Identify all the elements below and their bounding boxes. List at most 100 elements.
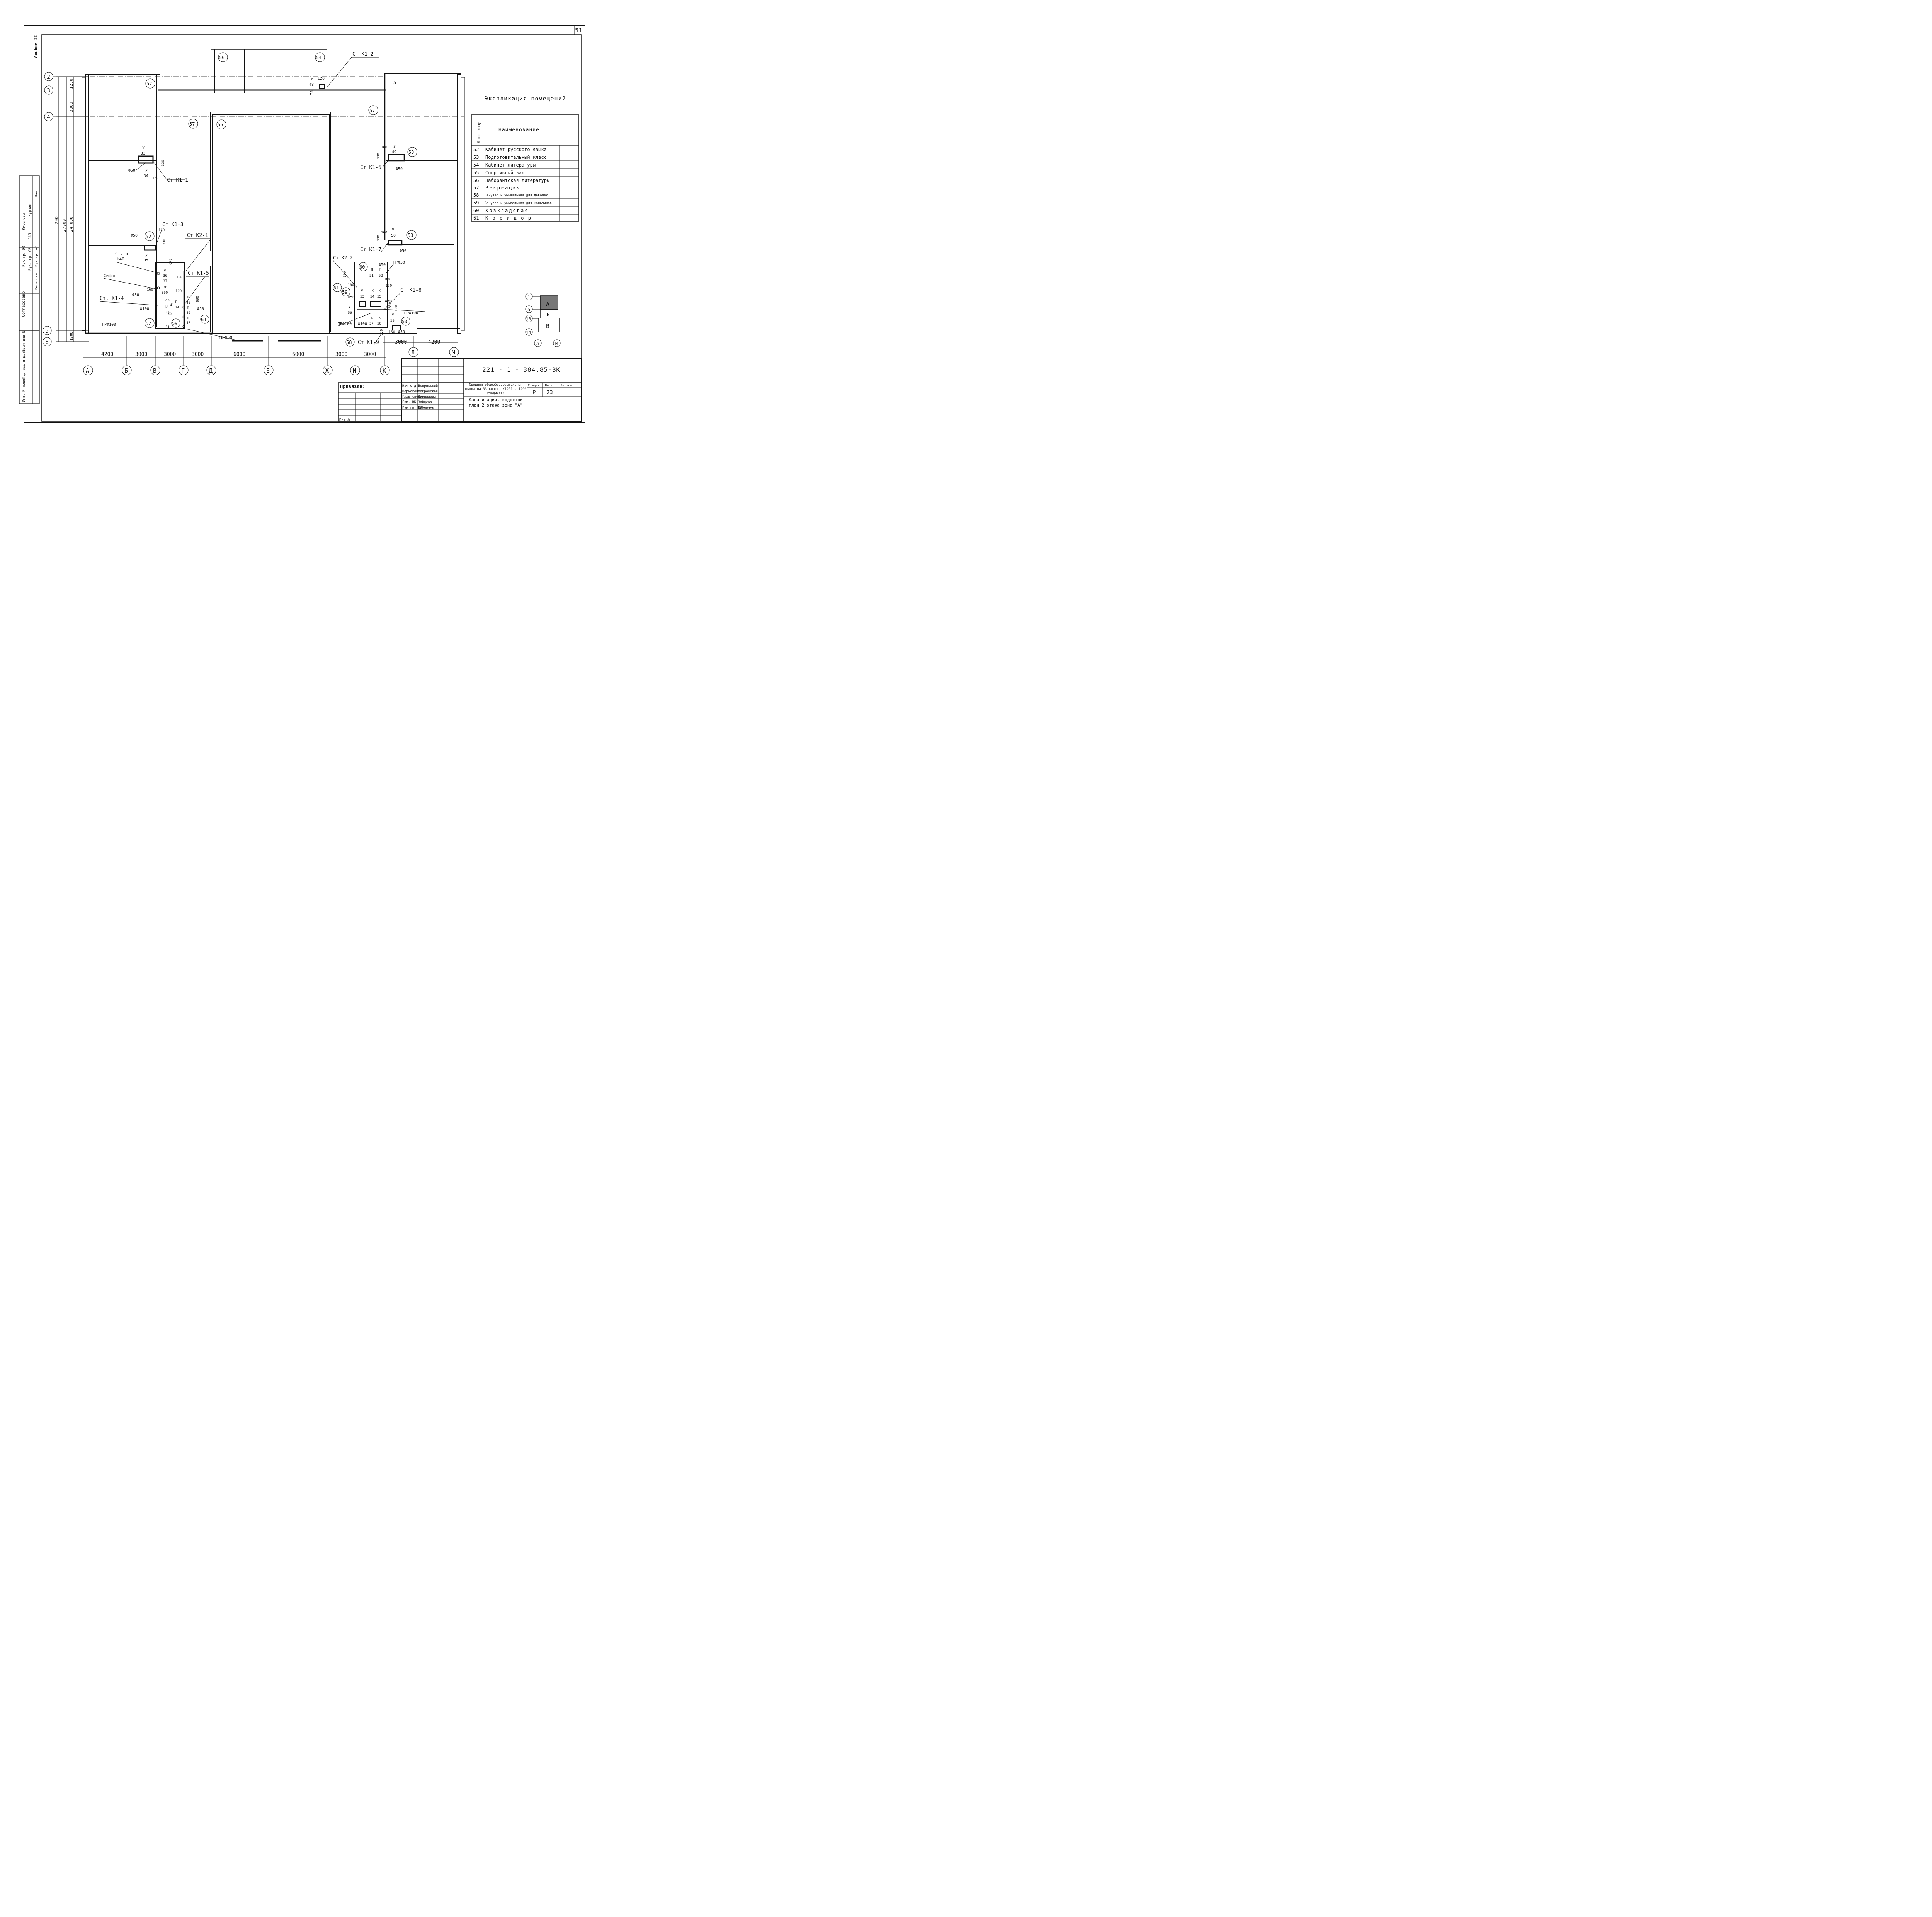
svg-text:К: К <box>383 367 386 374</box>
svg-text:221 - 1 - 384.85-ВК: 221 - 1 - 384.85-ВК <box>482 366 560 373</box>
svg-text:Рук гр. ЭО: Рук гр. ЭО <box>22 246 26 267</box>
svg-text:М: М <box>452 349 455 356</box>
svg-text:100: 100 <box>395 305 398 312</box>
svg-text:Ф50: Ф50 <box>398 330 405 334</box>
svg-text:53: 53 <box>360 295 364 299</box>
svg-text:М: М <box>555 341 558 346</box>
svg-text:П: П <box>379 268 381 272</box>
svg-text:54: 54 <box>316 55 321 60</box>
svg-text:330: 330 <box>377 235 381 241</box>
svg-text:300: 300 <box>162 291 168 295</box>
svg-text:Подготовительный класс: Подготовительный класс <box>485 155 547 160</box>
svg-text:ГАП: ГАП <box>28 233 32 240</box>
svg-text:53: 53 <box>408 150 414 155</box>
svg-text:Согласовано: Согласовано <box>22 291 26 317</box>
svg-text:330: 330 <box>163 239 167 245</box>
svg-text:56: 56 <box>219 55 224 60</box>
svg-text:50: 50 <box>391 233 396 238</box>
svg-text:Ст К1-2: Ст К1-2 <box>352 51 374 57</box>
svg-text:Инв №: Инв № <box>339 418 350 422</box>
svg-text:Ст К1-1: Ст К1-1 <box>167 177 188 183</box>
svg-text:100: 100 <box>384 278 390 281</box>
svg-text:Ф50: Ф50 <box>379 263 386 267</box>
svg-text:5: 5 <box>45 327 49 334</box>
svg-text:24 000: 24 000 <box>69 216 74 232</box>
svg-text:2: 2 <box>47 73 50 80</box>
svg-text:53: 53 <box>402 319 407 324</box>
svg-text:Ф50: Ф50 <box>131 233 138 238</box>
svg-text:А: А <box>86 367 89 374</box>
svg-text:П: П <box>371 268 373 272</box>
svg-text:43: 43 <box>165 325 170 329</box>
svg-text:3000: 3000 <box>164 352 176 358</box>
svg-text:Б: Б <box>547 312 549 317</box>
svg-text:У: У <box>393 145 396 149</box>
svg-text:59: 59 <box>390 319 395 323</box>
svg-text:330: 330 <box>377 153 381 159</box>
svg-text:10: 10 <box>526 317 531 322</box>
svg-text:54: 54 <box>473 162 479 168</box>
drawing-sheet: 51 Альбом II Согласовано Рук. гр. ОВ ГАП… <box>19 25 585 423</box>
svg-text:Р: Р <box>532 390 536 396</box>
svg-text:И: И <box>353 367 356 374</box>
svg-text:52: 52 <box>146 321 151 326</box>
svg-text:Хозкладовая: Хозкладовая <box>485 208 529 213</box>
svg-text:А: А <box>536 341 539 346</box>
svg-text:Л: Л <box>411 349 415 356</box>
svg-text:Е: Е <box>266 367 270 374</box>
svg-text:52: 52 <box>146 81 152 87</box>
svg-text:Инв. N подл.: Инв. N подл. <box>22 377 26 402</box>
svg-text:Привязан:: Привязан: <box>340 384 365 389</box>
svg-text:Лаборантская литературы: Лаборантская литературы <box>485 178 549 183</box>
svg-text:59: 59 <box>342 289 347 295</box>
object-name: Средняя общеобразовательная школа на 33 … <box>465 383 527 395</box>
svg-text:К о р и д о р: К о р и д о р <box>485 215 532 221</box>
svg-text:К: К <box>372 289 374 293</box>
svg-text:160: 160 <box>381 231 387 235</box>
svg-text:34: 34 <box>144 174 148 178</box>
svg-text:40: 40 <box>165 299 170 303</box>
svg-text:К: К <box>371 317 373 320</box>
svg-text:59: 59 <box>473 200 479 206</box>
svg-text:56: 56 <box>348 311 352 315</box>
svg-text:Мурзин: Мурзин <box>28 204 32 216</box>
svg-text:890: 890 <box>196 296 200 302</box>
svg-text:Нормоконт.: Нормоконт. <box>402 390 422 393</box>
svg-text:160: 160 <box>381 146 387 150</box>
svg-text:Рук. гр. ОВ: Рук. гр. ОВ <box>28 247 32 271</box>
svg-text:1200: 1200 <box>69 79 74 89</box>
svg-text:Ж: Ж <box>325 367 329 374</box>
svg-text:3000: 3000 <box>364 352 376 358</box>
svg-text:4200: 4200 <box>428 339 440 345</box>
svg-text:Г: Г <box>181 367 185 374</box>
svg-text:Спортивный зал: Спортивный зал <box>485 170 524 175</box>
svg-text:57: 57 <box>473 185 479 191</box>
svg-text:Т: Т <box>175 300 177 304</box>
svg-text:П: П <box>187 296 189 300</box>
svg-text:Ф50: Ф50 <box>128 169 135 173</box>
svg-text:Взам инв N: Взам инв N <box>22 331 26 352</box>
svg-text:41: 41 <box>170 303 174 307</box>
svg-text:150: 150 <box>386 284 392 288</box>
svg-text:Сифон: Сифон <box>104 273 116 278</box>
svg-text:Ф50: Ф50 <box>197 307 204 311</box>
svg-text:Ст. К1-4: Ст. К1-4 <box>100 296 124 301</box>
svg-text:100: 100 <box>348 283 354 287</box>
svg-text:54: 54 <box>370 295 374 299</box>
svg-text:Ф100: Ф100 <box>140 307 149 311</box>
svg-text:1: 1 <box>527 294 530 300</box>
svg-text:У: У <box>164 269 166 273</box>
svg-text:Ст К1-8: Ст К1-8 <box>400 288 422 293</box>
svg-text:В: В <box>546 323 549 330</box>
svg-text:330: 330 <box>380 329 384 335</box>
svg-text:Рук гр. АС: Рук гр. АС <box>35 246 39 267</box>
svg-text:4200: 4200 <box>101 352 113 358</box>
svg-text:Кабинет литературы: Кабинет литературы <box>485 162 536 168</box>
title-block: 221 - 1 - 384.85-ВК Нач отд. Нормоконт. … <box>338 358 582 422</box>
svg-text:Веселова: Веселова <box>35 273 39 290</box>
svg-text:Стадия: Стадия <box>528 384 540 388</box>
svg-text:59: 59 <box>172 321 177 326</box>
svg-text:3000: 3000 <box>135 352 147 358</box>
svg-text:6000: 6000 <box>233 352 245 358</box>
sheet-number: 51 <box>575 27 582 34</box>
